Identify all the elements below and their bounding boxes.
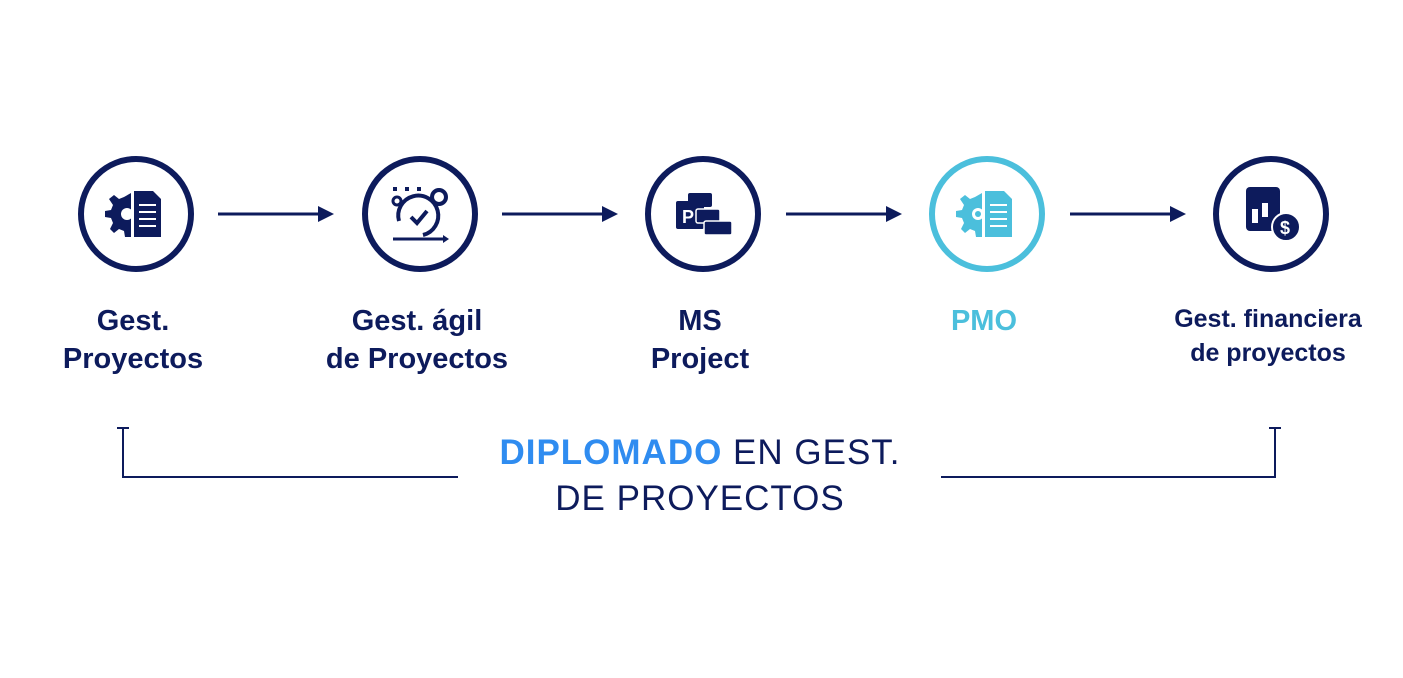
label-line: de Proyectos — [325, 343, 509, 375]
label-line: Gest. financiera — [1174, 305, 1362, 333]
step-2-label: Gest. ágil de Proyectos — [277, 302, 557, 378]
program-title-rest: EN GEST. — [722, 433, 901, 472]
step-5-label: Gest. financiera de proyectos — [1128, 302, 1403, 370]
step-5-circle: $ — [1213, 156, 1329, 272]
step-1-label: Gest. Proyectos — [0, 302, 273, 378]
gear-document-icon — [105, 191, 161, 237]
step-3-label: MS Project — [560, 302, 840, 378]
label-line: de proyectos — [1190, 339, 1346, 367]
step-3-circle: P — [645, 156, 761, 272]
step-4-circle — [929, 156, 1045, 272]
label-line: Gest. ágil — [351, 305, 483, 337]
step-4-label: PMO — [844, 302, 1124, 340]
step-1-circle — [78, 156, 194, 272]
label-line: MS — [678, 305, 722, 337]
gear-document-icon — [956, 191, 1012, 237]
agile-cycle-icon — [391, 187, 449, 243]
ms-project-icon: P — [676, 193, 733, 236]
label-line: PMO — [950, 305, 1018, 337]
label-line: Proyectos — [62, 343, 204, 375]
label-line: Gest. — [96, 305, 170, 337]
financial-report-icon: $ — [1246, 187, 1301, 242]
program-title-line2: DE PROYECTOS — [555, 479, 845, 518]
bracket-right-vertical — [1274, 427, 1276, 478]
bracket-left-horizontal — [122, 476, 458, 478]
label-line: Project — [650, 343, 750, 375]
bracket-left-vertical — [122, 427, 124, 478]
step-2-circle — [362, 156, 478, 272]
svg-text:$: $ — [1280, 218, 1290, 238]
program-title-accent: DIPLOMADO — [499, 433, 723, 472]
program-title: DIPLOMADO EN GEST. DE PROYECTOS — [440, 430, 960, 522]
bracket-right-horizontal — [941, 476, 1276, 478]
arrow-right-icon — [1070, 206, 1186, 222]
arrow-right-icon — [218, 206, 334, 222]
arrow-right-icon — [502, 206, 618, 222]
arrow-right-icon — [786, 206, 902, 222]
svg-text:P: P — [682, 207, 694, 227]
